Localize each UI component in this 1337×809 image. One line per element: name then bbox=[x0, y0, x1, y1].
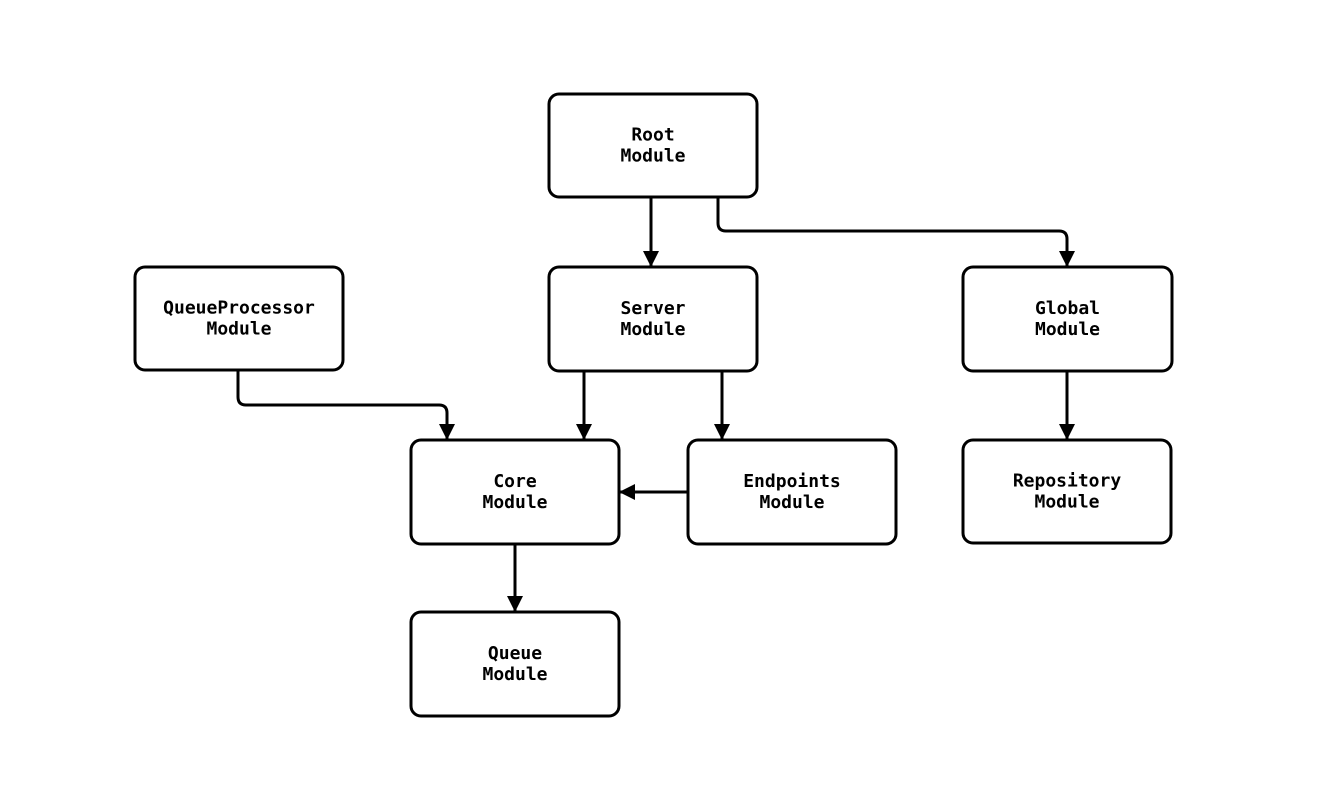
node-box bbox=[547, 92, 759, 199]
node-box bbox=[547, 265, 759, 373]
node-label-line: Global bbox=[1035, 298, 1100, 319]
node-label-line: Module bbox=[1034, 492, 1099, 513]
node-box bbox=[409, 438, 621, 546]
node-label-line: QueueProcessor bbox=[163, 298, 315, 319]
node-box bbox=[961, 438, 1173, 545]
node-label-line: Server bbox=[620, 298, 685, 319]
edge-root-module-to-global-module bbox=[716, 197, 1075, 267]
node-label-line: Module bbox=[759, 492, 824, 513]
node-label-line: Module bbox=[1035, 319, 1100, 340]
edges-layer bbox=[236, 197, 1075, 612]
node-label-line: Module bbox=[620, 319, 685, 340]
node-box bbox=[686, 438, 898, 546]
node-box bbox=[961, 265, 1174, 373]
node-label-line: Endpoints bbox=[743, 471, 841, 492]
node-label-line: Module bbox=[482, 664, 547, 685]
node-label-line: Module bbox=[206, 319, 271, 340]
node-label-line: Root bbox=[631, 125, 674, 146]
node-box bbox=[409, 610, 621, 718]
node-label-line: Repository bbox=[1013, 471, 1122, 492]
node-label-line: Module bbox=[482, 492, 547, 513]
edge-queueprocessor-module-to-core-module bbox=[236, 370, 455, 440]
node-box bbox=[133, 265, 345, 372]
node-label-line: Module bbox=[620, 146, 685, 167]
node-label-line: Queue bbox=[488, 643, 542, 664]
node-label-line: Core bbox=[493, 471, 537, 492]
